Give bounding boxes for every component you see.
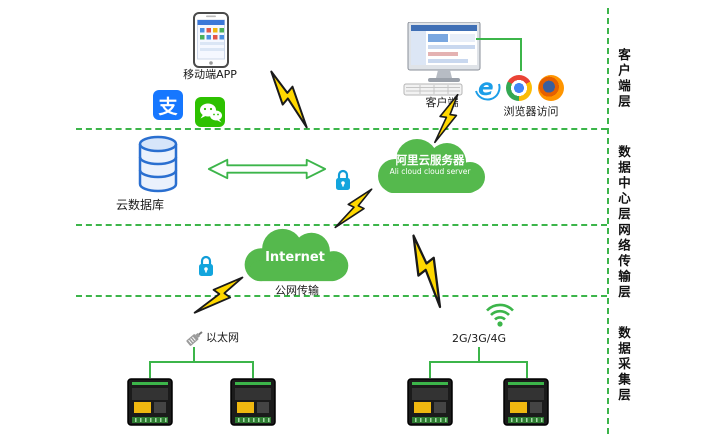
layer-divider-vertical <box>607 8 609 434</box>
lock-icon <box>199 255 213 276</box>
ethernet-bus-line <box>149 361 254 363</box>
device-controller-icon <box>503 378 549 426</box>
lock-icon <box>336 169 350 190</box>
svg-text:e: e <box>478 75 494 101</box>
lightning-icon <box>412 234 442 309</box>
lightning-icon <box>434 93 459 144</box>
ethernet-drop-line <box>252 361 254 378</box>
layer-label-collection: 数据采集层 <box>616 326 631 404</box>
lightning-icon <box>334 188 373 229</box>
keyboard-icon <box>403 83 463 96</box>
connector-client-browsers-v <box>520 38 522 71</box>
cloud-server-icon <box>378 139 485 193</box>
device-controller-icon <box>407 378 453 426</box>
layer-label-client: 客户端层 <box>616 48 631 110</box>
cellular-label: 2G/3G/4G <box>452 332 506 345</box>
browser-access-label: 浏览器访问 <box>503 105 559 118</box>
cellular-drop-line <box>429 361 431 378</box>
ie-browser-icon: e <box>475 75 501 101</box>
ethernet-icon <box>186 331 203 346</box>
firefox-browser-icon <box>538 75 564 101</box>
phone-icon <box>193 12 229 68</box>
cellular-drop-line <box>526 361 528 378</box>
cellular-stem-line <box>478 347 480 362</box>
alipay-icon: 支 <box>153 90 183 120</box>
monitor-icon <box>403 22 481 96</box>
wifi-icon <box>486 303 514 327</box>
layer-label-datacenter: 数据中心层 <box>616 145 631 223</box>
layer-label-network: 网络传输层 <box>616 223 631 301</box>
layer-divider-3 <box>76 295 607 297</box>
internet-cloud-icon <box>244 228 349 282</box>
ethernet-label: 以太网 <box>206 331 239 344</box>
public-network-label: 公网传输 <box>275 284 319 297</box>
connector-client-browsers-h <box>476 38 521 40</box>
internet-label: Internet <box>265 250 325 265</box>
mobile-app-label: 移动端APP <box>183 68 237 81</box>
layer-divider-1 <box>76 128 607 130</box>
database-icon <box>138 135 178 193</box>
ali-cloud-title: 阿里云服务器 <box>395 153 465 167</box>
cloud-database-label: 云数据库 <box>115 198 164 212</box>
ali-cloud-subtitle: Ali cloud cloud server <box>389 167 471 176</box>
lightning-icon <box>193 276 244 314</box>
chrome-browser-icon <box>506 75 532 101</box>
alipay-glyph: 支 <box>158 95 178 118</box>
lightning-icon <box>270 70 308 129</box>
sync-arrow-icon <box>207 158 327 180</box>
cellular-bus-line <box>429 361 528 363</box>
wechat-icon <box>195 97 225 127</box>
device-controller-icon <box>230 378 276 426</box>
device-controller-icon <box>127 378 173 426</box>
layer-divider-2 <box>76 224 607 226</box>
ethernet-stem-line <box>193 347 195 362</box>
ethernet-drop-line <box>149 361 151 378</box>
